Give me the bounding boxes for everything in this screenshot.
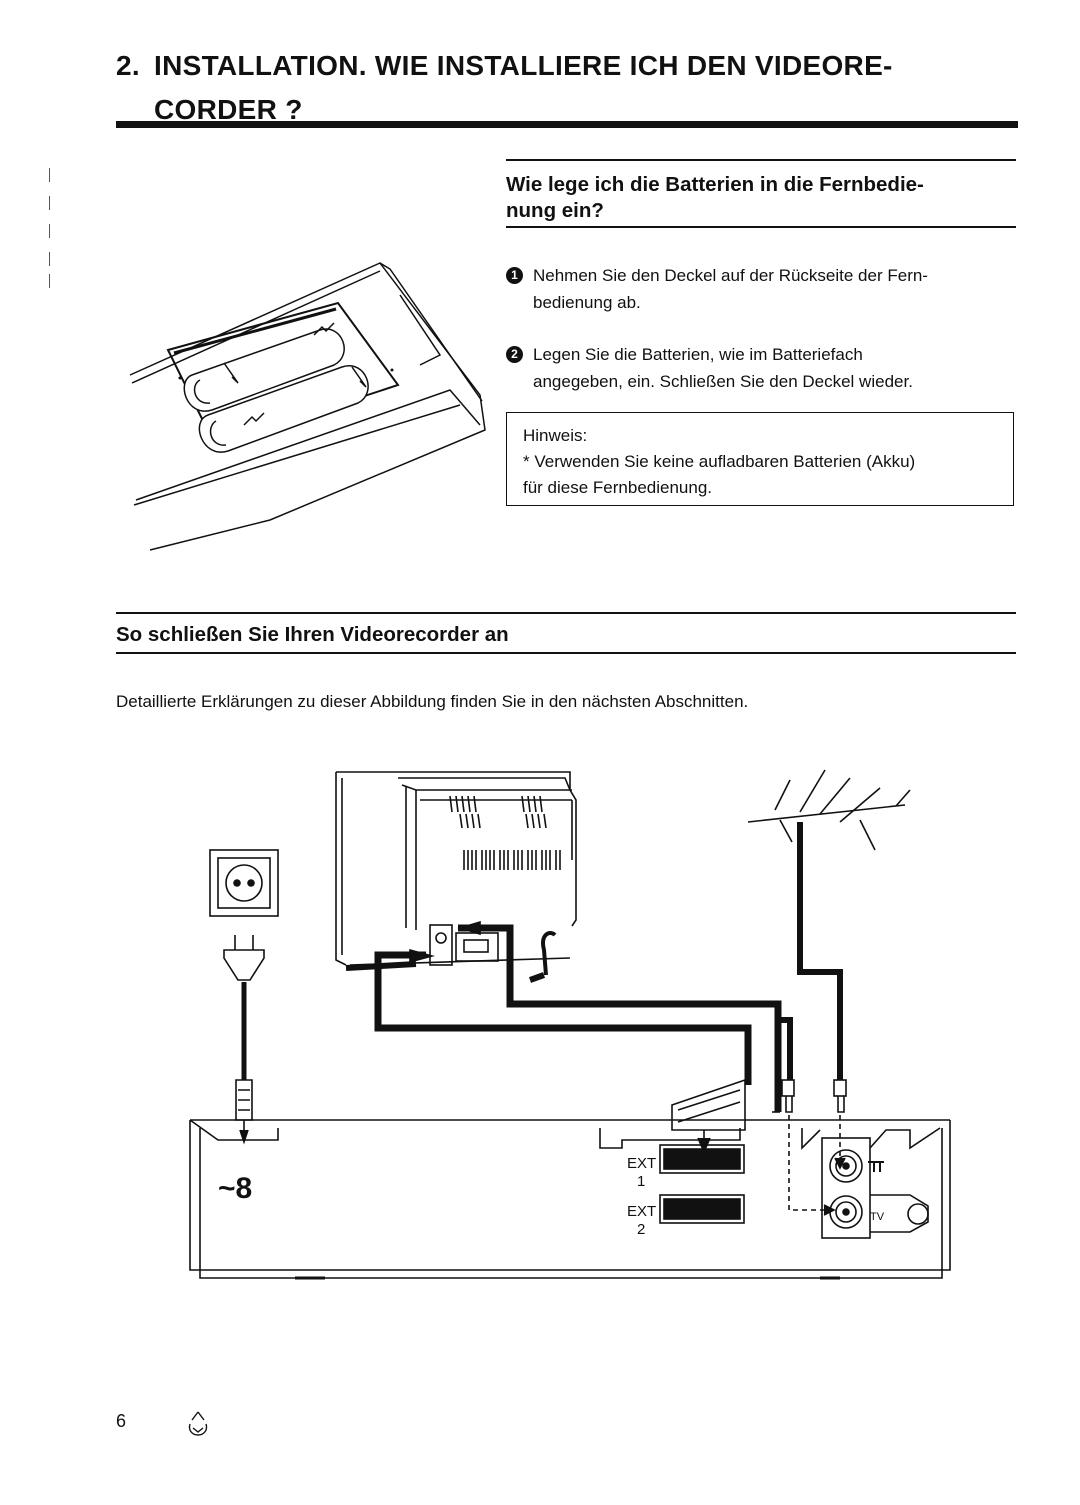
- ext1-number: 1: [637, 1173, 645, 1190]
- battery-heading: Wie lege ich die Batterien in die Fernbe…: [506, 173, 924, 222]
- note-label: Hinweis:: [523, 426, 588, 445]
- television-back: [335, 771, 577, 983]
- wall-socket: [209, 849, 279, 917]
- note-box: Hinweis: * Verwenden Sie keine aufladbar…: [506, 412, 1014, 506]
- connection-heading-rule-bottom: [116, 652, 1016, 654]
- ext2-number: 2: [637, 1221, 645, 1238]
- remote-battery-illustration: [129, 262, 486, 551]
- title-line-2: CORDER ?: [154, 94, 303, 125]
- connection-diagram: ~8 EXT 1 EXT 2 TV: [189, 769, 951, 1280]
- note-line-1: * Verwenden Sie keine aufladbaren Batter…: [523, 452, 916, 471]
- step-2-bullet: 2: [506, 346, 523, 363]
- step-1-bullet: 1: [506, 267, 523, 284]
- connection-heading: So schließen Sie Ihren Videorecorder an: [116, 623, 509, 646]
- scart-cables: [374, 924, 782, 1112]
- power-plug: [223, 935, 265, 1145]
- note-line-2: für diese Fernbedienung.: [523, 478, 713, 497]
- battery-heading-rule-bottom: [506, 226, 1016, 228]
- connection-intro: Detaillierte Erklärungen zu dieser Abbil…: [116, 692, 749, 711]
- power-symbol: ~8: [218, 1172, 252, 1205]
- title-rule: [116, 121, 1018, 128]
- title-line-1: INSTALLATION. WIE INSTALLIERE ICH DEN VI…: [154, 50, 893, 81]
- video-recorder: [189, 1119, 951, 1280]
- page-number: 6: [116, 1411, 127, 1431]
- antenna: [747, 769, 911, 1080]
- tv-output-label: TV: [870, 1211, 885, 1223]
- ext1-label: EXT: [627, 1155, 656, 1172]
- ext2-label: EXT: [627, 1203, 656, 1220]
- recycle-icon: [188, 1411, 208, 1436]
- section-number: 2.: [116, 50, 140, 81]
- margin-marks: [49, 168, 51, 288]
- battery-heading-rule-top: [506, 159, 1016, 161]
- connection-heading-rule-top: [116, 612, 1016, 614]
